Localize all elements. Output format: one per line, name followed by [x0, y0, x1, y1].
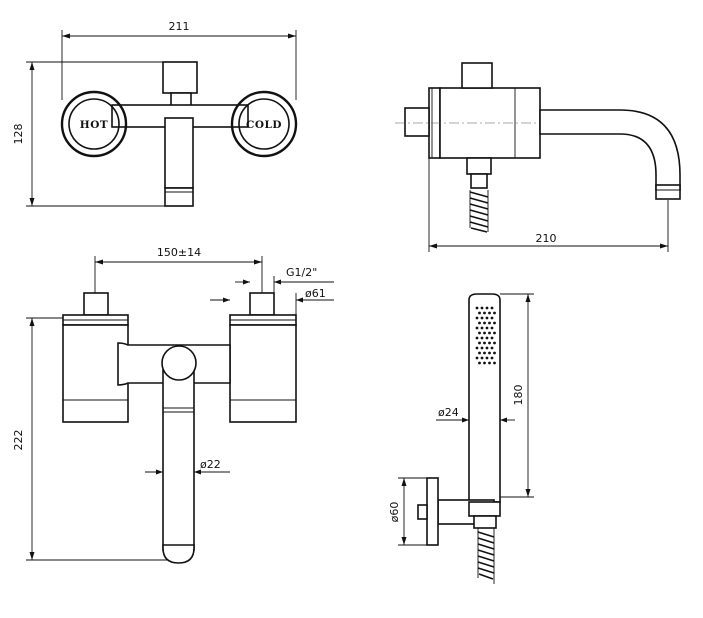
spray-hole — [480, 306, 484, 310]
spray-hole — [483, 341, 486, 345]
dim-side-length: 210 — [536, 232, 557, 245]
spray-hole — [488, 331, 491, 335]
spray-hole — [483, 321, 486, 325]
spray-hole — [490, 326, 494, 330]
spray-hole — [475, 326, 479, 330]
spray-hole — [490, 316, 494, 320]
dim-handle-dia: ø61 — [305, 287, 326, 300]
center-knob — [161, 345, 197, 381]
spray-hole — [480, 346, 484, 350]
dim-centers: 150±14 — [157, 246, 201, 259]
spray-hole — [475, 306, 479, 310]
spray-hole — [480, 336, 484, 340]
spray-hole — [485, 316, 489, 320]
cold-handle — [230, 90, 298, 158]
spray-hole — [493, 311, 496, 315]
spray-hole — [485, 346, 489, 350]
diverter-knob — [162, 61, 198, 94]
spray-hole — [493, 341, 496, 345]
spray-hole — [475, 336, 479, 340]
spray-hole — [483, 351, 486, 355]
spray-hole — [493, 361, 496, 365]
spray-hole — [478, 311, 481, 315]
bottom-spout-pipe — [162, 369, 195, 551]
spray-hole — [478, 351, 481, 355]
spray-hole — [478, 361, 481, 365]
side-view: 210 — [395, 62, 681, 252]
spray-hole — [478, 321, 481, 325]
holder-wall-plate — [426, 477, 439, 546]
spout-pipe — [164, 117, 194, 189]
shower-holes — [475, 306, 496, 365]
left-handle-body — [62, 324, 129, 423]
spray-hole — [490, 336, 494, 340]
spray-hole — [488, 351, 491, 355]
dim-shower-dia: ø24 — [438, 406, 459, 419]
spray-hole — [493, 321, 496, 325]
dim-total-height: 222 — [12, 430, 25, 451]
spray-hole — [483, 331, 486, 335]
dim-thread: G1/2" — [286, 266, 317, 279]
dim-shower-length: 180 — [512, 385, 525, 406]
spray-hole — [483, 361, 486, 365]
spray-hole — [490, 346, 494, 350]
spray-hole — [493, 351, 496, 355]
dim-top-height: 128 — [12, 124, 25, 145]
spray-hole — [485, 356, 489, 360]
shower-hose — [477, 528, 495, 584]
spray-hole — [488, 321, 491, 325]
side-spout — [539, 109, 681, 191]
spray-hole — [478, 331, 481, 335]
dim-holder-dia: ø60 — [388, 502, 401, 523]
spray-hole — [480, 356, 484, 360]
cold-label: COLD — [246, 119, 282, 131]
front-view-top: 211 128 HOT COLD — [12, 20, 298, 207]
spray-hole — [480, 316, 484, 320]
hot-handle — [60, 90, 128, 158]
spray-hole — [490, 306, 494, 310]
spray-hole — [478, 341, 481, 345]
spray-hole — [475, 316, 479, 320]
spray-hole — [488, 361, 491, 365]
spray-hole — [485, 326, 489, 330]
hand-shower-view: 180 ø24 ø60 — [388, 293, 534, 584]
shower-handle — [468, 293, 501, 503]
spray-hole — [490, 356, 494, 360]
spray-hole — [485, 306, 489, 310]
dim-top-width: 211 — [169, 20, 190, 33]
spray-hole — [475, 346, 479, 350]
spray-hole — [480, 326, 484, 330]
dim-spout-dia: ø22 — [200, 458, 221, 471]
hose-spiral — [469, 190, 489, 233]
spray-hole — [488, 311, 491, 315]
spray-hole — [488, 341, 491, 345]
front-view-bottom: 150±14 G1/2" ø61 222 — [12, 246, 334, 564]
spray-hole — [483, 311, 486, 315]
spray-hole — [493, 331, 496, 335]
spray-hole — [475, 356, 479, 360]
spray-hole — [485, 336, 489, 340]
right-handle-body — [229, 324, 297, 423]
hot-label: HOT — [80, 119, 108, 131]
